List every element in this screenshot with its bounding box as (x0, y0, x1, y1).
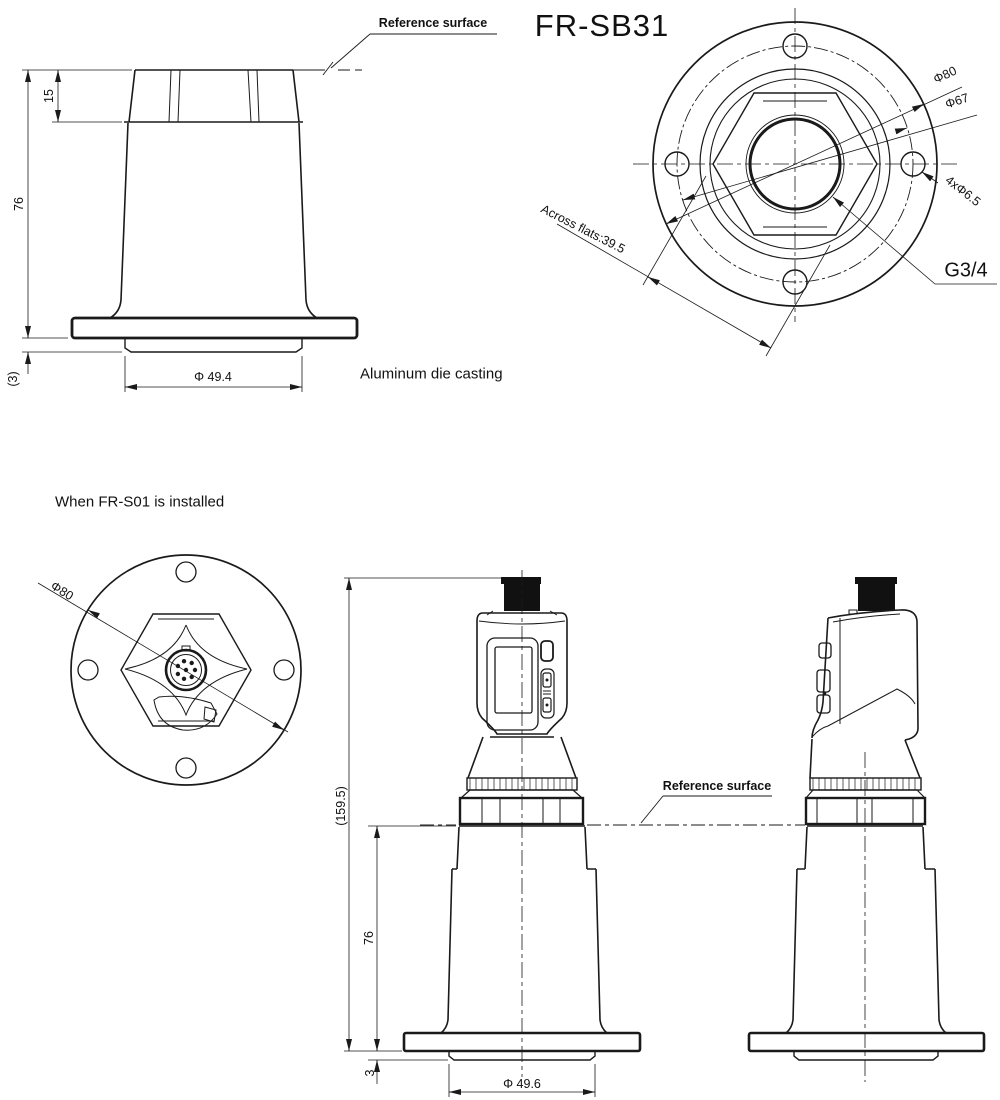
front-connector (501, 577, 541, 611)
installed-top-connector-notch (181, 645, 191, 652)
top-view (556, 8, 997, 357)
material-note: Aluminum die casting (360, 365, 503, 383)
side-view-body (109, 122, 318, 319)
sideview-buttons (816, 642, 832, 714)
front-button-mode (540, 640, 554, 662)
front-button-group (540, 668, 555, 719)
installed-top-hexagon (120, 613, 252, 727)
thread-label: G3/4 (944, 259, 988, 282)
installed-top-outer-circle (70, 554, 302, 786)
front-display-screen (494, 646, 533, 714)
side-view-ref-leader (293, 33, 497, 76)
installed-top-hex-chamfers (158, 618, 214, 722)
side-view-protrusion (124, 338, 303, 353)
installed-top-indicator (203, 706, 217, 723)
dim-dia494-label: Φ 49.4 (192, 370, 234, 384)
reference-surface-label-top: Reference surface (378, 16, 488, 30)
dim-76-label: 76 (12, 197, 26, 211)
dim-3-label: (3) (6, 371, 20, 387)
front-neck-cone (467, 736, 577, 779)
dim-3b-label: 3 (363, 1069, 377, 1077)
sideview-connector (848, 577, 897, 615)
installed-top-view (37, 554, 302, 786)
side-view-hex-section (124, 69, 303, 123)
top-view-dimension-leaders (556, 86, 997, 357)
top-view-centerlines (633, 8, 957, 322)
side-view-dimensions (22, 69, 303, 392)
dim-1595-label: (159.5) (334, 786, 348, 826)
dim-76b-label: 76 (362, 931, 376, 945)
sideview-head-inner-lines (811, 613, 916, 738)
sideview-knurl (809, 777, 922, 791)
front-dimensions (344, 577, 596, 1097)
front-ring (460, 789, 583, 799)
installed-top-bolt-holes (77, 561, 295, 779)
installed-side-view (747, 577, 986, 1082)
sideview-cone (809, 738, 921, 779)
dim-15-label: 15 (42, 89, 56, 103)
installed-top-connector-ring (164, 648, 208, 692)
sideview-lower-body (785, 825, 947, 1034)
front-display-bezel (486, 637, 539, 731)
installed-top-connector-inner (170, 654, 202, 686)
installed-top-dimension (37, 582, 289, 733)
front-lower-body (440, 825, 608, 1034)
page-title: FR-SB31 (534, 8, 670, 43)
front-head-chamfers (486, 610, 558, 616)
sideview-flange (747, 1031, 986, 1053)
sideview-protrusion (793, 1051, 939, 1061)
sideview-ring (805, 789, 926, 799)
side-view (22, 33, 497, 392)
dim-dia496-label: Φ 49.6 (501, 1077, 543, 1091)
installed-top-head-curves (124, 624, 248, 717)
sideview-head-left (811, 617, 829, 739)
sideview-head-right (827, 609, 919, 741)
reference-surface-line (420, 795, 805, 826)
front-hex-nut (458, 796, 585, 826)
front-head-top-line (478, 620, 566, 625)
reference-surface-label-bottom: Reference surface (662, 779, 772, 793)
side-view-flange (70, 316, 359, 340)
installed-top-connector-pins (175, 659, 198, 681)
installed-front-view (344, 570, 805, 1097)
installed-note: When FR-S01 is installed (55, 493, 225, 511)
installed-top-display-window (153, 695, 218, 731)
sideview-hex-nut (804, 796, 927, 826)
front-head (476, 612, 568, 735)
